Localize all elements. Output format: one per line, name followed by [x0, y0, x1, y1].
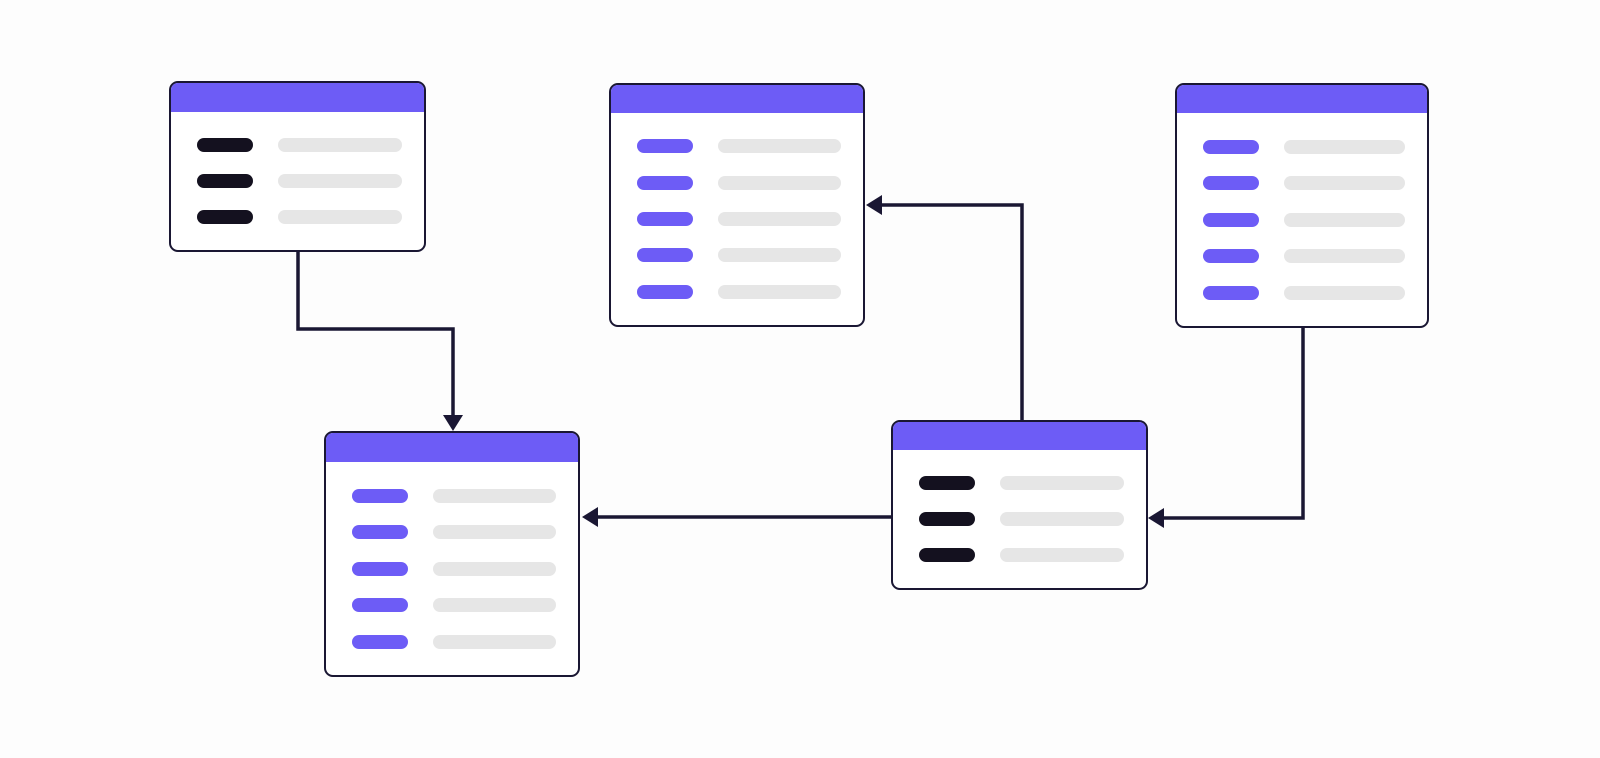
- key-pill: [352, 598, 408, 612]
- key-pill: [1203, 249, 1259, 263]
- field-row: [1203, 176, 1405, 190]
- value-pill: [1284, 212, 1405, 227]
- value-pill: [278, 174, 402, 188]
- key-pill: [637, 248, 693, 263]
- key-pill: [352, 525, 408, 539]
- connector-top-right-to-bottom-middle: [1148, 328, 1305, 528]
- key-pill: [1203, 212, 1259, 227]
- field-row: [637, 175, 841, 190]
- key-pill: [1203, 285, 1259, 300]
- table-node-bottom-middle: [891, 420, 1148, 590]
- value-pill: [433, 488, 556, 503]
- value-pill: [1284, 176, 1405, 190]
- value-pill: [718, 248, 841, 263]
- field-row: [919, 476, 1124, 490]
- card-body: [326, 462, 578, 675]
- connector-bottom-middle-to-top-middle: [866, 195, 1024, 420]
- key-pill: [1203, 139, 1259, 154]
- arrowhead-icon: [443, 415, 463, 431]
- key-pill: [637, 284, 693, 299]
- field-row: [919, 548, 1124, 562]
- value-pill: [718, 139, 841, 154]
- connector-line: [296, 252, 455, 416]
- field-row: [1203, 139, 1405, 154]
- value-pill: [1000, 548, 1124, 562]
- field-row: [352, 561, 556, 576]
- card-body: [1177, 113, 1427, 326]
- value-pill: [1284, 249, 1405, 263]
- card-body: [171, 112, 424, 250]
- value-pill: [718, 211, 841, 226]
- connector-bottom-middle-to-bottom-left: [582, 507, 892, 527]
- field-row: [352, 598, 556, 612]
- value-pill: [433, 561, 556, 576]
- value-pill: [278, 210, 402, 224]
- arrowhead-icon: [1148, 508, 1164, 528]
- field-row: [352, 525, 556, 539]
- field-row: [1203, 285, 1405, 300]
- table-node-bottom-left: [324, 431, 580, 677]
- key-pill: [352, 561, 408, 576]
- key-pill: [637, 211, 693, 226]
- field-row: [197, 174, 402, 188]
- table-node-top-middle: [609, 83, 865, 327]
- value-pill: [278, 138, 402, 152]
- arrowhead-icon: [866, 195, 882, 215]
- key-pill: [197, 174, 253, 188]
- connector-top-left-to-bottom-left: [296, 252, 463, 431]
- field-row: [197, 210, 402, 224]
- value-pill: [433, 598, 556, 612]
- arrowhead-icon: [582, 507, 598, 527]
- key-pill: [197, 138, 253, 152]
- value-pill: [718, 175, 841, 190]
- table-node-top-left: [169, 81, 426, 252]
- value-pill: [718, 284, 841, 299]
- key-pill: [919, 512, 975, 526]
- value-pill: [433, 634, 556, 649]
- connector-line: [1164, 328, 1305, 520]
- field-row: [1203, 212, 1405, 227]
- key-pill: [352, 488, 408, 503]
- value-pill: [1284, 139, 1405, 154]
- field-row: [637, 139, 841, 154]
- field-row: [197, 138, 402, 152]
- table-node-top-right: [1175, 83, 1429, 328]
- card-header: [1177, 85, 1427, 113]
- field-row: [637, 284, 841, 299]
- key-pill: [919, 548, 975, 562]
- value-pill: [1000, 512, 1124, 526]
- card-body: [893, 450, 1146, 588]
- value-pill: [433, 525, 556, 539]
- key-pill: [352, 634, 408, 649]
- field-row: [352, 488, 556, 503]
- key-pill: [197, 210, 253, 224]
- key-pill: [919, 476, 975, 490]
- value-pill: [1000, 476, 1124, 490]
- value-pill: [1284, 285, 1405, 300]
- card-header: [171, 83, 424, 112]
- card-header: [893, 422, 1146, 450]
- key-pill: [637, 139, 693, 154]
- field-row: [352, 634, 556, 649]
- field-row: [1203, 249, 1405, 263]
- field-row: [919, 512, 1124, 526]
- field-row: [637, 211, 841, 226]
- card-body: [611, 113, 863, 325]
- card-header: [326, 433, 578, 462]
- connector-line: [882, 203, 1024, 420]
- key-pill: [1203, 176, 1259, 190]
- key-pill: [637, 175, 693, 190]
- field-row: [637, 248, 841, 263]
- card-header: [611, 85, 863, 113]
